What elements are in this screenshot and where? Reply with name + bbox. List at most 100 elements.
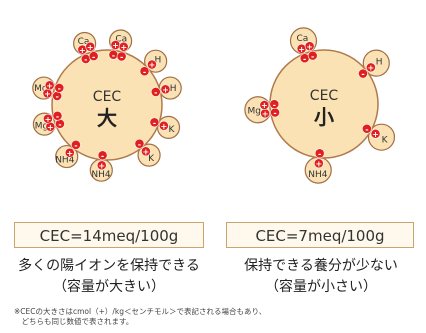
negative-sign: - [153,118,156,127]
positive-charge-icon [118,41,129,52]
positive-charge-icon [140,146,151,157]
negative-sign: - [120,53,123,62]
negative-sign: - [365,125,368,134]
negative-charge-icon [314,148,325,159]
negative-sign: - [311,52,314,61]
ion-label: Mg [248,107,261,117]
ion-label: Ca [78,37,90,47]
negative-sign: - [58,84,61,93]
negative-charge-icon [54,82,65,93]
left-description: 多くの陽イオンを保持できる （容量が大きい） [4,256,214,298]
negative-sign: - [154,88,157,97]
positive-sign: + [160,122,167,131]
negative-sign: - [138,140,141,149]
positive-charge-icon [365,62,376,73]
left-cec-label: CEC [93,89,122,105]
positive-sign: + [262,110,269,119]
positive-sign: + [120,43,127,52]
positive-charge-icon [160,84,171,95]
negative-sign: - [55,92,58,101]
ion-label: NH4 [91,170,111,180]
positive-charge-icon [313,158,324,169]
footnote: ※CECの大きさはcmol（+）/kg＜センチモル＞で表記される場合もあり、 ど… [14,307,424,327]
left-description-line1: 多くの陽イオンを保持できる [18,258,200,274]
negative-charge-icon [358,68,368,79]
negative-sign: - [56,112,59,121]
negative-charge-icon [134,138,145,149]
ion-label: K [148,154,155,164]
ion-label: Ca [296,34,308,44]
positive-charge-icon [43,113,53,124]
ion-label: Mg [34,84,47,94]
positive-charge-icon [44,80,55,91]
positive-sign: + [298,45,305,54]
positive-charge-icon [304,41,315,52]
negative-sign: - [58,120,61,129]
negative-sign: - [92,52,95,61]
right-soil-particle [269,49,379,159]
negative-charge-icon [71,139,81,150]
right-cec-formula: CEC=7meq/100g [226,222,414,248]
positive-charge-icon [64,147,75,158]
positive-charge-icon [85,41,96,52]
negative-charge-icon [116,51,127,62]
ion-label: Mg [35,122,48,132]
positive-charge-icon [259,100,270,110]
negative-charge-icon [307,50,318,61]
ion-label: NH4 [55,156,75,166]
negative-charge-icon [97,150,108,161]
ion-label: H [155,56,162,66]
ion-nh4-right: NH4 [304,156,332,184]
positive-sign: + [87,43,94,52]
positive-sign: + [79,46,86,55]
negative-sign: - [273,109,276,118]
right-description-line1: 保持できる養分が少ない [244,258,398,274]
negative-charge-icon [150,87,161,97]
negative-sign: - [84,55,87,64]
negative-sign: - [303,54,306,63]
right-size-label: 小 [314,105,334,129]
positive-sign: + [46,81,53,90]
ion-label: Ca [115,34,127,44]
ion-label: H [170,84,177,94]
positive-sign: + [261,101,268,110]
negative-sign: - [273,100,276,109]
negative-sign: - [112,51,115,60]
left-cec-formula: CEC=14meq/100g [14,222,204,248]
left-description-line2: （容量が大きい） [53,279,165,295]
negative-sign: - [101,152,104,161]
negative-charge-icon [52,110,63,121]
left-soil-particle [51,49,163,161]
positive-sign: + [162,86,169,95]
positive-sign: + [368,64,375,73]
positive-sign: + [98,161,105,170]
ion-label: K [168,125,175,135]
positive-sign: + [47,123,54,132]
footnote-line1: ※CECの大きさはcmol（+）/kg＜センチモル＞で表記される場合もあり、 [14,307,267,316]
negative-sign: - [361,70,364,79]
positive-sign: + [143,148,150,157]
positive-sign: + [372,130,379,139]
positive-sign: + [112,41,119,50]
footnote-line2: どちらも同じ数値で表されます。 [14,317,134,326]
positive-sign: + [45,115,52,124]
positive-sign: + [66,149,73,158]
negative-sign: - [143,67,146,76]
ion-label: K [382,135,389,145]
right-description-line2: （容量が小さい） [265,279,377,295]
ion-label: NH4 [308,170,328,180]
positive-charge-icon [147,59,157,70]
negative-charge-icon [269,99,280,110]
left-size-label: 大 [97,106,117,130]
negative-sign: - [74,141,77,150]
positive-sign: + [315,159,322,168]
positive-sign: + [44,90,51,99]
negative-charge-icon [149,117,160,128]
positive-sign: + [306,42,313,51]
right-description: 保持できる養分が少ない （容量が小さい） [216,256,426,298]
right-cec-label: CEC [310,88,339,104]
negative-sign: - [318,150,321,159]
negative-charge-icon [361,123,372,134]
